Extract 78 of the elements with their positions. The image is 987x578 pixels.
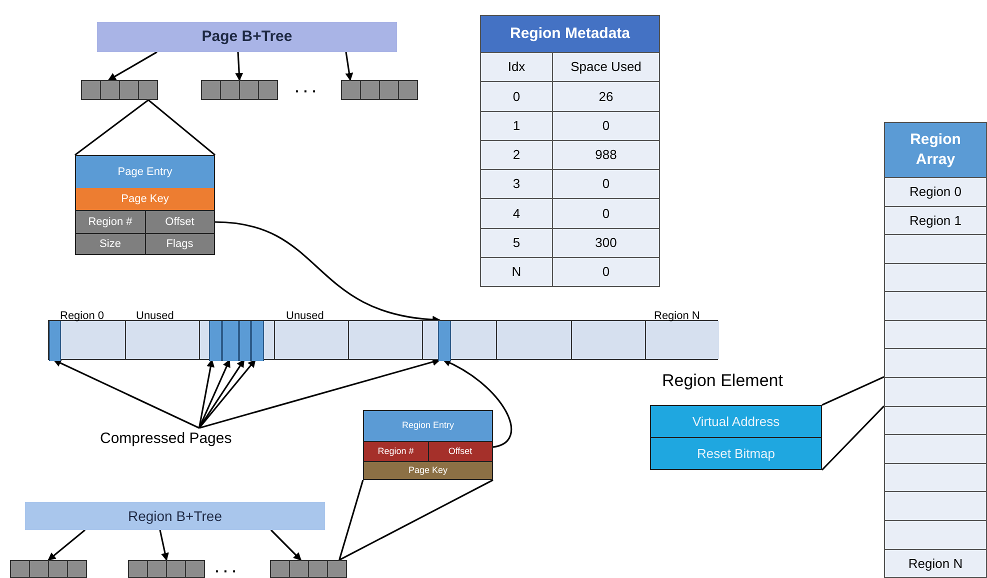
table-cell: N: [481, 258, 553, 286]
table-cell: Region 1: [885, 206, 986, 234]
segment-label: Unused: [286, 310, 324, 322]
arrow: [198, 358, 441, 429]
arrow: [442, 359, 512, 448]
table-cell: 300: [553, 228, 659, 257]
table-cell: 0: [553, 258, 659, 286]
segment-label: Region 0: [60, 310, 104, 322]
caption-text: Compressed Pages: [100, 428, 232, 449]
entry-header: Page Entry: [76, 156, 214, 188]
segment-label: Unused: [136, 310, 174, 322]
entry-field: Page Key: [76, 188, 214, 210]
table-cell: 0: [553, 199, 659, 228]
arrow: [53, 359, 200, 429]
tree-root-bar: [97, 22, 397, 52]
table-cell: Idx: [481, 53, 553, 82]
connector-line: [338, 479, 494, 561]
table-cell: 988: [553, 140, 659, 169]
compressed-page: [222, 321, 239, 361]
connector-line: [74, 99, 216, 156]
compressed-page: [209, 321, 222, 361]
entry-field: Region #: [364, 442, 428, 461]
table-cell: Space Used: [553, 53, 659, 82]
connector-line: [821, 376, 885, 471]
region-strip: [48, 320, 718, 360]
entry-header: Region Entry: [364, 411, 492, 441]
compressed-page: [251, 321, 264, 361]
entry-field: Size: [76, 234, 146, 254]
element-field: Virtual Address: [651, 406, 821, 438]
leaf-node: [81, 80, 158, 100]
arrow: [198, 359, 245, 428]
table-cell: 0: [553, 112, 659, 140]
leaf-node: [270, 560, 347, 578]
arrow: [235, 52, 244, 81]
entry-field: Flags: [146, 234, 214, 254]
table-cell: 5: [481, 228, 553, 257]
segment-label: Region N: [654, 310, 700, 322]
leaf-node: [341, 80, 418, 100]
ellipsis: · · ·: [215, 563, 237, 578]
table-header: Region Array: [885, 123, 986, 177]
arrow: [159, 530, 169, 561]
compressed-page: [239, 321, 251, 361]
arrow: [108, 51, 158, 81]
element-field: Reset Bitmap: [651, 438, 821, 469]
table-cell: 1: [481, 112, 553, 140]
table-cell: 0: [553, 170, 659, 198]
metadata-table: [480, 15, 660, 287]
table-cell: Region 0: [885, 177, 986, 206]
table-cell: 4: [481, 199, 553, 228]
entry-field: Page Key: [364, 461, 492, 479]
ellipsis: · · ·: [295, 83, 317, 99]
tree-root-bar: [25, 502, 325, 530]
entry-field: Region #: [76, 211, 146, 233]
tree-label: Page B+Tree: [202, 26, 292, 47]
arrow: [48, 529, 86, 561]
table-cell: 26: [553, 82, 659, 110]
arrow: [345, 52, 354, 81]
arrow: [270, 529, 302, 561]
arrow: [198, 359, 256, 428]
table-cell: 2: [481, 140, 553, 169]
leaf-node: [128, 560, 205, 578]
region-entry-card: [363, 410, 493, 480]
tree-label: Region B+Tree: [128, 506, 222, 526]
table-cell: Region N: [885, 548, 986, 578]
entry-field: Offset: [428, 442, 492, 461]
table-cell: 3: [481, 170, 553, 198]
arrow: [198, 359, 230, 428]
heading: Region Element: [661, 370, 784, 392]
region-array-table: [884, 122, 987, 578]
leaf-node: [10, 560, 87, 578]
entry-field: Offset: [146, 211, 214, 233]
compressed-page: [438, 321, 451, 361]
table-cell: 0: [481, 82, 553, 110]
table-header: Region Metadata: [481, 16, 659, 52]
arrow: [198, 359, 215, 428]
compressed-page: [49, 321, 61, 361]
leaf-node: [201, 80, 278, 100]
page-entry-card: [75, 155, 215, 255]
